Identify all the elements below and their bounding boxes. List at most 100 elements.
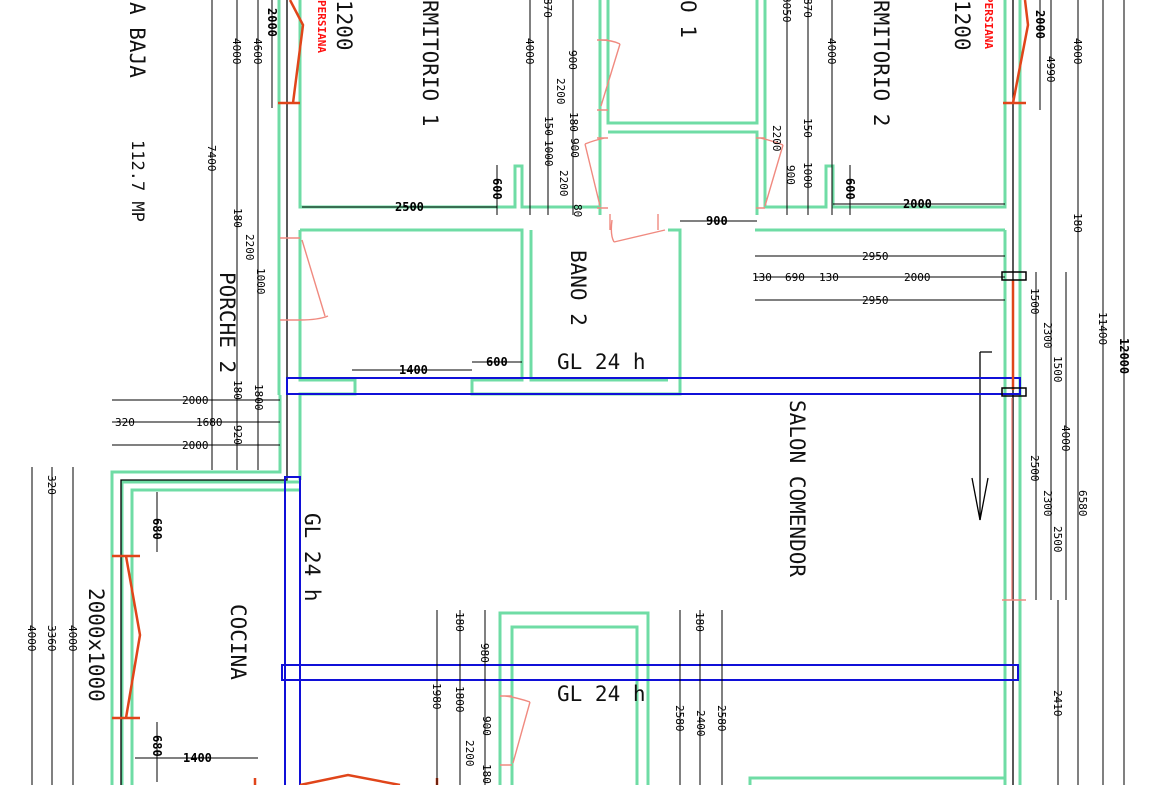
dimension-label: 4000 [25, 625, 38, 652]
doors [280, 39, 784, 766]
dimension-label: 2950 [862, 294, 889, 307]
dimension-label: 3050 [780, 0, 793, 23]
dimension-label: 2300 [1041, 322, 1054, 349]
dimension-label: 600 [486, 355, 508, 369]
dimension-label: 1500 [1028, 288, 1041, 315]
dimension-label: 680 [150, 735, 164, 757]
dimension-label: 600 [490, 178, 504, 200]
dimension-label: 130 [752, 271, 772, 284]
room-label-kitchen: COCINA [226, 604, 250, 680]
dimension-label: 4000 [523, 38, 536, 65]
dimension-label: 80 [571, 204, 584, 217]
dimension-label: 1000 [801, 162, 814, 189]
dimension-label: 180 [693, 612, 706, 632]
dimension-label: 1800 [252, 384, 265, 411]
room-label-living: SALON COMENDOR [785, 400, 809, 577]
dimension-label: 2000 [182, 439, 209, 452]
dimension-label: 180 [1071, 213, 1084, 233]
dimension-label: 7400 [205, 145, 218, 172]
dimension-label: 11400 [1096, 312, 1109, 345]
dimension-label: 4990 [1044, 56, 1057, 83]
dimension-label: 2300 [1041, 490, 1054, 517]
dimension-label: 150 [542, 116, 555, 136]
dimension-label: 1400 [399, 363, 428, 377]
dimension-label: 2000 [903, 197, 932, 211]
dimension-label: 4000 [825, 38, 838, 65]
window-size-left: 1200 [332, 0, 356, 51]
dimension-label: 2400 [694, 710, 707, 737]
dimension-label: 1000 [542, 140, 555, 167]
room-labels: A BAJA 112.7 MP 1200 PERSIANA 1200 PERSI… [84, 0, 995, 706]
shutter-label-right: PERSIANA [982, 0, 995, 49]
window-size-right: 1200 [950, 0, 974, 51]
beam-label-bottom: GL 24 h [557, 682, 646, 706]
dimension-labels: 2000 4600 4000 7400 2500 600 870 4000 90… [25, 0, 1131, 784]
dimension-label: 600 [843, 178, 857, 200]
dimension-label: 1980 [430, 683, 443, 710]
dimension-label: 180 [567, 112, 580, 132]
dimension-label: 320 [115, 416, 135, 429]
dimension-label: 980 [478, 643, 491, 663]
dimension-label: 2000 [904, 271, 931, 284]
dimension-label: 680 [150, 518, 164, 540]
dimension-label: 1400 [183, 751, 212, 765]
dimension-label: 870 [541, 0, 554, 18]
dimension-label: 2200 [770, 125, 783, 152]
dimension-label: 180 [231, 208, 244, 228]
dimension-label: 2950 [862, 250, 889, 263]
dimension-label: 1000 [254, 268, 267, 295]
north-arrow-icon [971, 477, 989, 521]
dimension-label: 2200 [554, 78, 567, 105]
dimension-label: 870 [801, 0, 814, 18]
dimension-label: 4000 [66, 625, 79, 652]
outer-line [120, 0, 1014, 785]
dimension-label: 6580 [1076, 490, 1089, 517]
floor-title: A BAJA [125, 2, 149, 78]
dimension-label: 4000 [1059, 425, 1072, 452]
dimension-label: 2000 [265, 8, 279, 37]
dimension-label: 900 [568, 138, 581, 158]
beam-label-top: GL 24 h [557, 350, 646, 374]
beams [281, 377, 1021, 785]
dimension-label: 4600 [251, 38, 264, 65]
shutter-label-left: PERSIANA [315, 0, 328, 53]
dimension-label: 4000 [230, 38, 243, 65]
dimension-label: 2580 [715, 705, 728, 732]
dimension-label: 2000 [1033, 10, 1047, 39]
dimension-label: 180 [480, 764, 493, 784]
dimension-label: 180 [231, 380, 244, 400]
dimension-label: 4000 [1071, 38, 1084, 65]
dimension-label: 130 [819, 271, 839, 284]
dimension-label: 2000 [182, 394, 209, 407]
dimension-label: 2500 [395, 200, 424, 214]
dimension-label: 2200 [557, 170, 570, 197]
dimension-label: 900 [480, 716, 493, 736]
dimension-label: 900 [706, 214, 728, 228]
dimension-label: 180 [453, 612, 466, 632]
dimension-label: 2200 [463, 740, 476, 767]
dimension-label: 1500 [1051, 356, 1064, 383]
dimension-label: 2580 [673, 705, 686, 732]
dimension-label: 12000 [1117, 338, 1131, 374]
room-label-bath-1: O 1 [676, 0, 700, 38]
dimension-label: 2200 [243, 234, 256, 261]
dimension-label: 2410 [1051, 690, 1064, 717]
kitchen-window-size: 2000x1000 [84, 588, 108, 702]
dimension-label: 900 [784, 165, 797, 185]
dimension-label: 920 [231, 425, 244, 445]
dimension-label: 320 [45, 475, 58, 495]
room-label-bedroom-1: RMITORIO 1 [418, 0, 442, 126]
dimension-label: 1680 [196, 416, 223, 429]
dimension-lines [31, 0, 1125, 785]
floor-area: 112.7 MP [127, 140, 147, 222]
room-label-bedroom-2: RMITORIO 2 [869, 0, 893, 126]
room-label-bath-2: BANO 2 [566, 250, 590, 326]
dimension-label: 690 [785, 271, 805, 284]
dimension-label: 3360 [45, 625, 58, 652]
beam-label-vertical: GL 24 h [300, 513, 324, 602]
room-label-porch: PORCHE 2 [215, 272, 239, 373]
dimension-label: 150 [801, 118, 814, 138]
dimension-label: 2500 [1028, 455, 1041, 482]
